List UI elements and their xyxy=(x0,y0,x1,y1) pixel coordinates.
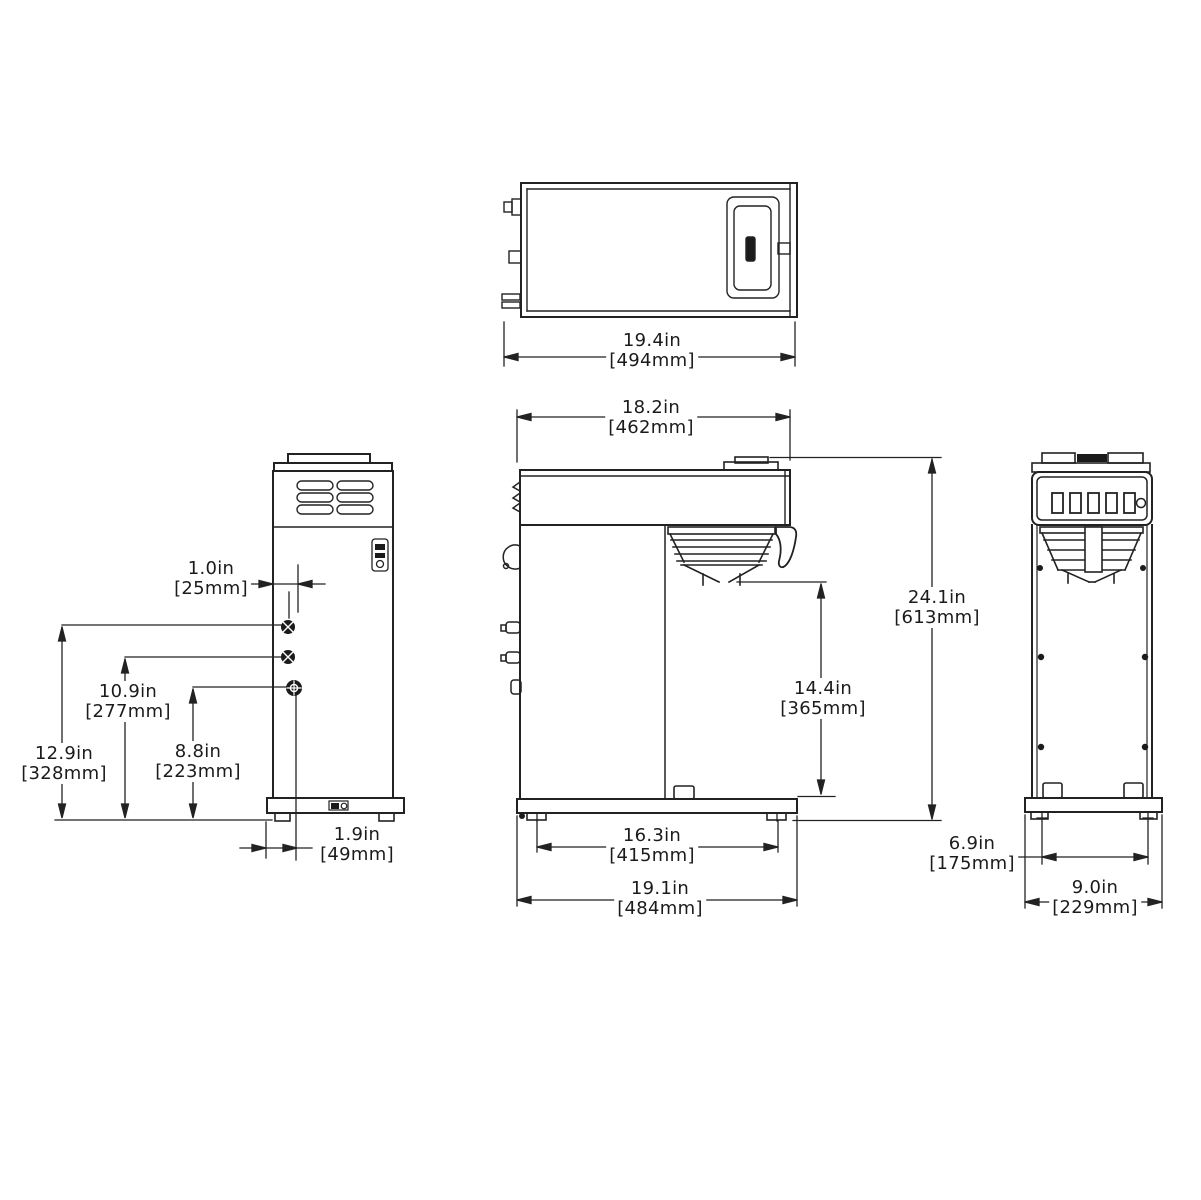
brewer-head xyxy=(519,469,791,526)
funnel-logo-mark xyxy=(745,236,756,262)
base-label xyxy=(328,800,349,811)
dim-base-width xyxy=(1024,814,1163,909)
rear-fitting-top xyxy=(511,198,522,216)
front-base xyxy=(1024,797,1163,813)
dim-foot-span-width xyxy=(1017,821,1149,865)
rear-base xyxy=(266,797,405,814)
dim-label-inlet-height-mid: 10.9in [277mm] xyxy=(82,681,174,722)
rear-fitting-mid xyxy=(508,250,522,264)
lid-band xyxy=(273,462,393,472)
rear-foot-left xyxy=(274,812,291,822)
water-inlet-lower xyxy=(281,650,295,664)
panel-screws xyxy=(1037,565,1149,751)
top-view xyxy=(501,182,798,318)
dim-label-base-width: 9.0in [229mm] xyxy=(1049,877,1141,918)
side-view xyxy=(500,456,798,822)
front-view xyxy=(1024,452,1163,822)
dim-label-overall-height: 24.1in [613mm] xyxy=(891,587,983,628)
dim-label-foot-span-width: 6.9in [175mm] xyxy=(926,833,1018,874)
dim-label-base-depth: 19.1in [484mm] xyxy=(614,878,706,919)
dim-label-inlet-height-lower: 8.8in [223mm] xyxy=(152,741,244,782)
funnel-side xyxy=(667,526,776,586)
control-panel xyxy=(1036,476,1148,521)
dim-label-inlet-height-upper: 12.9in [328mm] xyxy=(18,743,110,784)
dim-label-foot-span-depth: 16.3in [415mm] xyxy=(606,825,698,866)
lid-top xyxy=(287,453,371,464)
switch-bank xyxy=(1051,492,1136,514)
rear-body xyxy=(272,470,394,799)
funnel-handle-notch xyxy=(777,242,791,255)
dim-cord-offset xyxy=(239,821,313,859)
rear-fittings-side xyxy=(500,480,522,695)
vent-louvers xyxy=(296,480,374,515)
funnel-front xyxy=(1039,526,1144,584)
funnel-handle xyxy=(775,526,798,569)
water-inlet-upper xyxy=(281,620,295,634)
rear-fitting-bottom xyxy=(501,293,521,301)
dim-label-cord-offset: 1.9in [49mm] xyxy=(317,824,397,865)
dim-overall-height xyxy=(769,456,942,822)
funnel-top-outline xyxy=(726,196,780,299)
base-tab-left xyxy=(1042,782,1063,799)
side-base xyxy=(516,798,798,814)
dim-inlet-offset xyxy=(245,564,326,619)
rating-label xyxy=(371,538,389,572)
front-lid xyxy=(1031,452,1151,473)
base-bump xyxy=(673,785,695,800)
rear-view xyxy=(266,453,405,861)
rear-foot-right xyxy=(378,812,395,822)
base-tab-right xyxy=(1123,782,1144,799)
indicator-light xyxy=(1135,497,1147,509)
dim-inlet-heights xyxy=(54,624,287,821)
cord-exit xyxy=(286,680,302,696)
front-foot-left xyxy=(1030,811,1049,820)
dimension-linework xyxy=(54,321,1163,909)
dim-label-inlet-offset: 1.0in [25mm] xyxy=(171,558,251,599)
dim-label-funnel-clearance: 14.4in [365mm] xyxy=(777,678,869,719)
dim-label-body-depth: 18.2in [462mm] xyxy=(605,397,697,438)
dim-label-overall-depth-top: 19.4in [494mm] xyxy=(606,330,698,371)
lid-tab-top xyxy=(734,456,769,464)
front-head xyxy=(1031,471,1153,526)
